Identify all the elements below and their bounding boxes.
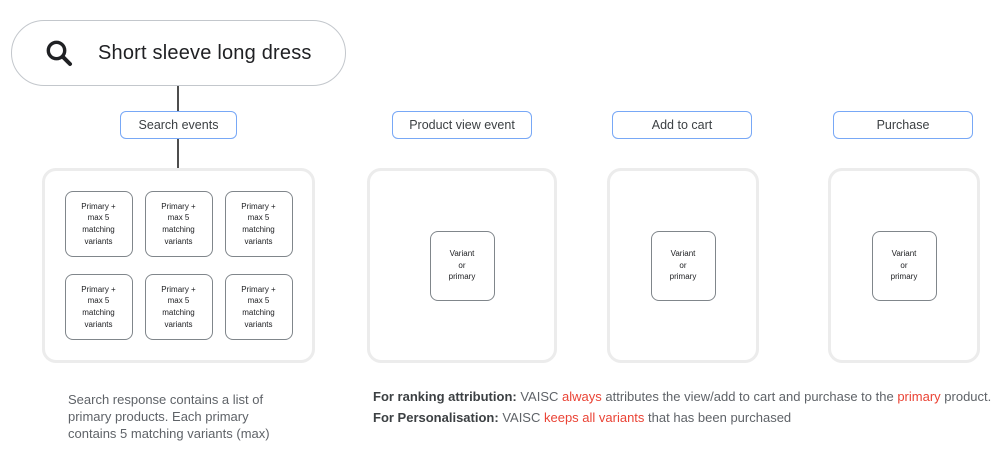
variant-or-primary-box: Variant or primary — [650, 230, 716, 301]
primary-variants-box: Primary + max 5 matching variants — [64, 274, 133, 340]
search-response-note-line: contains 5 matching variants (max) — [68, 426, 270, 441]
variant-or-primary-box: Variant or primary — [429, 230, 495, 301]
primary-variants-grid: Primary + max 5 matching variants Primar… — [45, 171, 312, 340]
primary-variants-box: Primary + max 5 matching variants — [64, 191, 133, 257]
variant-or-primary-box: Variant or primary — [871, 230, 937, 301]
search-response-note-line: Search response contains a list of — [68, 392, 264, 407]
purchase-container: Variant or primary — [828, 168, 980, 363]
node-search-events: Search events — [120, 111, 237, 139]
personalisation-note: For Personalisation: VAISC keeps all var… — [373, 410, 792, 425]
search-response-note: Search response contains a list of prima… — [68, 391, 270, 442]
variant-box-wrap: Variant or primary — [610, 171, 756, 360]
add-to-cart-container: Variant or primary — [607, 168, 759, 363]
node-add-to-cart: Add to cart — [612, 111, 752, 139]
node-product-view-event: Product view event — [392, 111, 532, 139]
search-input[interactable]: Short sleeve long dress — [11, 20, 346, 86]
search-icon — [46, 40, 72, 66]
product-view-container: Variant or primary — [367, 168, 557, 363]
node-purchase: Purchase — [833, 111, 973, 139]
variant-box-wrap: Variant or primary — [831, 171, 977, 360]
primary-variants-box: Primary + max 5 matching variants — [144, 191, 213, 257]
variant-box-wrap: Variant or primary — [370, 171, 554, 360]
search-events-container: Primary + max 5 matching variants Primar… — [42, 168, 315, 363]
search-response-note-line: primary products. Each primary — [68, 409, 249, 424]
search-query-text: Short sleeve long dress — [98, 41, 312, 64]
ranking-attribution-note: For ranking attribution: VAISC always at… — [373, 389, 992, 404]
primary-variants-box: Primary + max 5 matching variants — [144, 274, 213, 340]
primary-variants-box: Primary + max 5 matching variants — [224, 191, 293, 257]
primary-variants-box: Primary + max 5 matching variants — [224, 274, 293, 340]
